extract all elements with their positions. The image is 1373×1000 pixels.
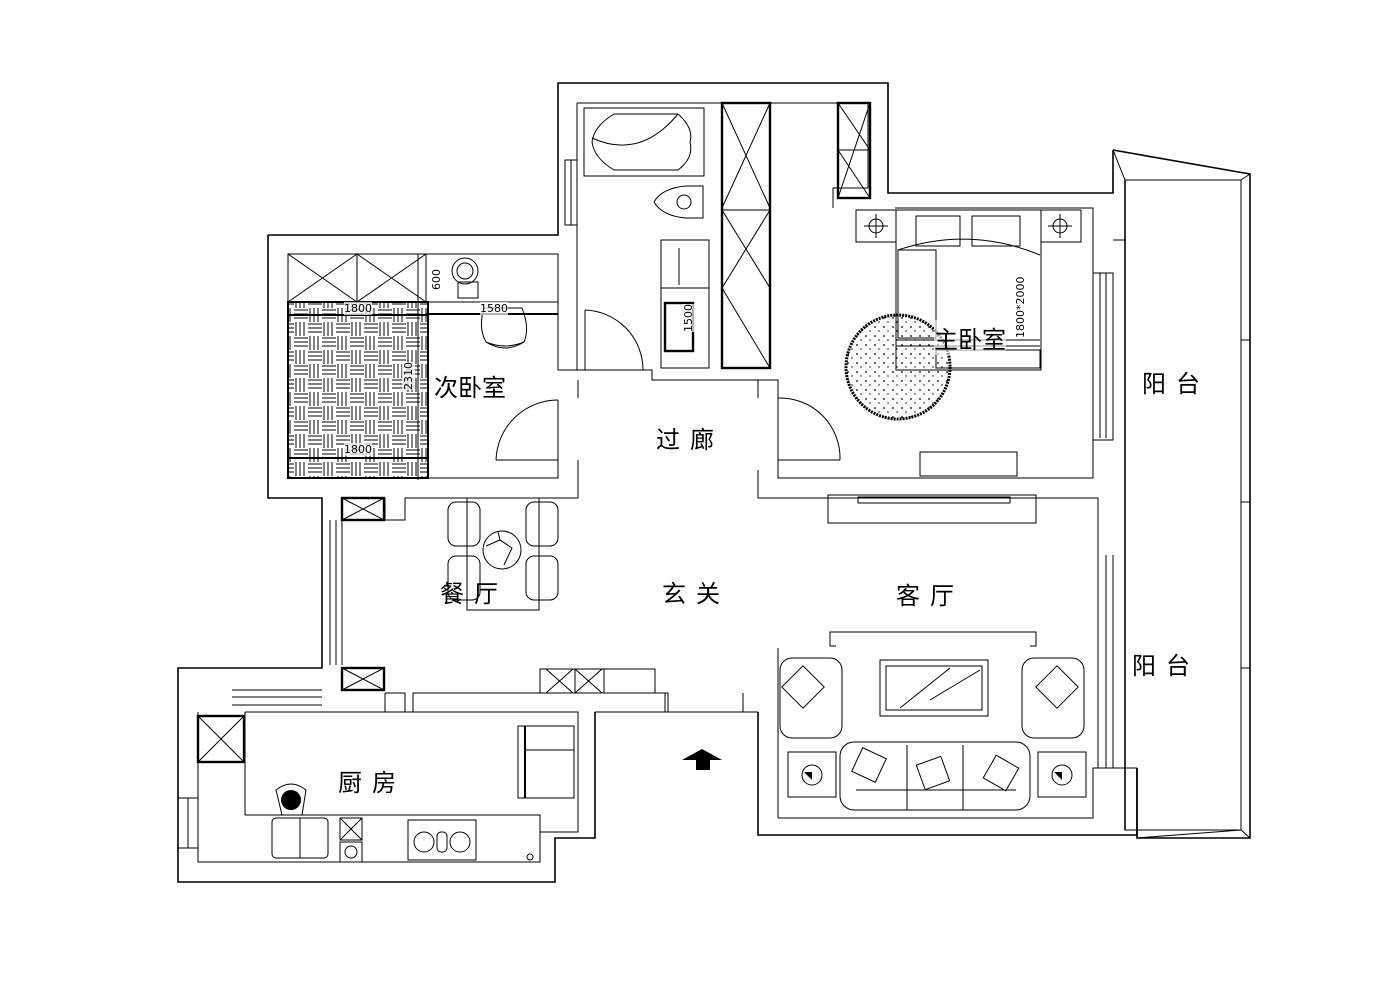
- room-label-kitchen: 厨房: [338, 769, 406, 797]
- doors: [495, 309, 841, 461]
- bathroom-fixtures: [583, 107, 710, 369]
- dimension-bed-bottom: 1800: [344, 443, 372, 456]
- dimension-desk-width: 1580: [480, 302, 508, 315]
- second-bedroom-furniture: [287, 253, 559, 480]
- room-label-balcony-upper: 阳台: [1142, 364, 1210, 399]
- room-label-balcony-lower: 阳台: [1132, 646, 1200, 681]
- living-room-furniture: [779, 494, 1087, 811]
- entrance-arrow-icon: [682, 749, 722, 770]
- dimension-desk-depth: 600: [430, 269, 443, 290]
- room-label-second-bedroom: 次卧室: [434, 374, 506, 402]
- dimension-bed-top: 1800: [344, 302, 372, 315]
- master-bedroom-furniture: [844, 209, 1082, 477]
- dimension-bath-cabinet: 1500: [682, 304, 695, 332]
- room-label-dining-room: 餐厅: [440, 580, 508, 608]
- kitchen-fixtures: [196, 714, 575, 863]
- outer-walls: [177, 82, 1138, 883]
- room-label-living-room: 客厅: [896, 582, 964, 610]
- dimension-master-bed: 1800*2000: [1014, 276, 1027, 339]
- room-label-master-bedroom: 主卧室: [934, 320, 1006, 355]
- wardrobes: [720, 101, 872, 370]
- dining-furniture: [340, 496, 656, 694]
- dimension-bed-side: 2310: [402, 362, 415, 390]
- room-label-foyer: 玄关: [662, 580, 730, 608]
- room-label-corridor: 过廊: [656, 426, 724, 454]
- balcony: [1112, 149, 1251, 839]
